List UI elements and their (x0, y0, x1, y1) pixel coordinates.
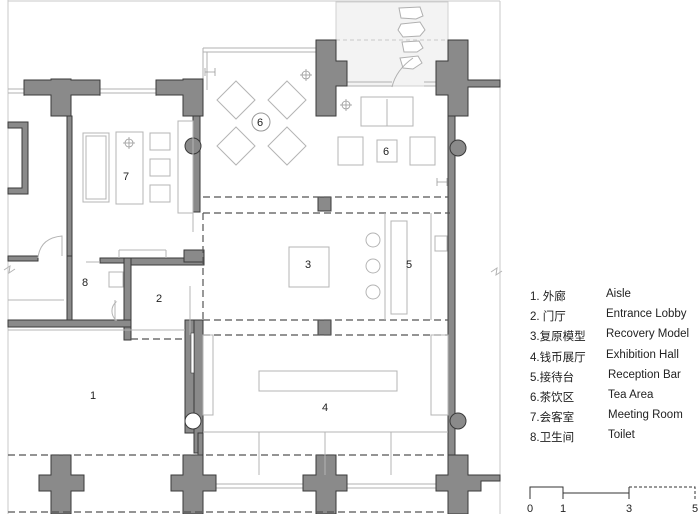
scale-tick: 1 (560, 503, 567, 515)
windows (8, 47, 436, 489)
room-label-4: 4 (322, 402, 328, 414)
furniture (3, 80, 503, 475)
legend-en: Recovery Model (606, 328, 690, 341)
room-label-3: 3 (305, 259, 311, 271)
light-fixtures (123, 68, 448, 186)
room-label-6b: 6 (383, 146, 389, 158)
legend-cn: 8.卫生间 (530, 432, 575, 445)
legend-cn: 1. 外廊 (530, 291, 566, 303)
legend-cn: 5.接待台 (530, 371, 575, 384)
scale-bar: 0 1 3 5 (526, 484, 700, 515)
legend-en: Toilet (608, 429, 635, 442)
room-label-2: 2 (156, 293, 162, 305)
legend-en: Exhibition Hall (606, 348, 679, 361)
legend-cn: 7.会客室 (530, 412, 575, 425)
round-column-white (184, 412, 202, 430)
legend-en: Aisle (606, 288, 631, 300)
legend-en: Entrance Lobby (606, 308, 687, 321)
scale-bar-graphic (529, 486, 696, 499)
room-label-8: 8 (82, 277, 88, 289)
legend-en: Reception Bar (608, 368, 681, 381)
legend-en: Meeting Room (608, 409, 683, 422)
legend-cn: 2. 门厅 (530, 311, 566, 324)
room-label-7: 7 (123, 171, 129, 183)
dashed-lines (8, 196, 450, 513)
legend-cn: 4.钱币展厅 (530, 351, 586, 364)
round-columns (184, 137, 467, 430)
scale-tick: 5 (692, 503, 699, 515)
room-label-6a: 6 (257, 117, 263, 129)
legend-en: Tea Area (608, 388, 654, 401)
scale-tick: 0 (527, 503, 534, 515)
legend-cn: 3.复原模型 (530, 331, 586, 344)
room-label-5: 5 (406, 259, 412, 271)
scale-tick: 3 (626, 503, 633, 515)
floor-plan: 6 6 7 3 5 8 2 1 4 (3, 0, 503, 514)
walls (7, 39, 501, 514)
garden-paving (335, 1, 449, 88)
room-label-1: 1 (90, 390, 96, 402)
legend-cn: 6.茶饮区 (530, 391, 575, 404)
tea-area-label-circle (251, 112, 271, 132)
